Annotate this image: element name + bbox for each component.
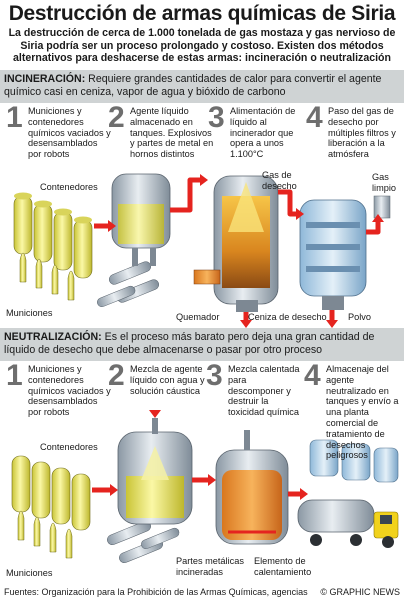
incineration-heading: INCINERACIÓN: bbox=[4, 73, 86, 85]
incineration-storage-tank bbox=[111, 173, 171, 266]
incineration-arrow-heads bbox=[108, 174, 384, 328]
neutralization-flow-arrows bbox=[92, 477, 300, 497]
footer-credit: © GRAPHIC NEWS bbox=[320, 587, 400, 597]
neutralization-label-containers: Contenedores bbox=[40, 442, 98, 452]
incineration-header: INCINERACIÓN: Requiere grandes cantidade… bbox=[0, 70, 404, 103]
mixing-reactor bbox=[117, 418, 193, 525]
neutralization-step-3-text: Mezcla calentada para descomponer y dest… bbox=[228, 364, 300, 418]
neutralization-label-heating-element: Elemento de calentamiento bbox=[254, 556, 312, 577]
incineration-step-2-number: 2 bbox=[108, 101, 125, 134]
neutralization-step-3-number: 3 bbox=[206, 359, 223, 392]
incineration-containers bbox=[13, 192, 93, 301]
incineration-label-containers: Contenedores bbox=[40, 182, 98, 192]
neutralization-step-1-number: 1 bbox=[6, 359, 23, 392]
neutralization-step-4-number: 4 bbox=[304, 359, 321, 392]
incineration-label-waste-gas: Gas de desecho bbox=[262, 170, 297, 191]
incineration-label-waste-ash: Ceniza de desecho bbox=[248, 312, 327, 322]
incineration-filter-tank bbox=[299, 195, 391, 310]
incineration-step-4-text: Paso del gas de desecho por múltiples fi… bbox=[328, 106, 396, 160]
neutralization-step-2-number: 2 bbox=[108, 359, 125, 392]
incineration-step-4-number: 4 bbox=[306, 101, 323, 134]
neutralization-heading: NEUTRALIZACIÓN: bbox=[4, 331, 102, 343]
incineration-step-1-text: Municiones y contenedores químicos vacia… bbox=[28, 106, 111, 160]
heating-reactor bbox=[215, 430, 289, 545]
incineration-metal-pipes bbox=[97, 261, 160, 308]
incineration-step-3-text: Alimentación de líquido al incinerador q… bbox=[230, 106, 296, 160]
neutralization-arrow-heads bbox=[110, 410, 308, 500]
neutralization-label-metal-parts: Partes metálicas incineradas bbox=[176, 556, 244, 577]
footer-source: Fuentes: Organización para la Prohibició… bbox=[4, 587, 308, 597]
incineration-description: Requiere grandes cantidades de calor par… bbox=[4, 73, 382, 98]
neutralization-header: NEUTRALIZACIÓN: Es el proceso más barato… bbox=[0, 328, 404, 361]
page-title: Destrucción de armas químicas de Siria bbox=[8, 2, 396, 25]
intro-text: La destrucción de cerca de 1.000 tonelad… bbox=[8, 27, 396, 65]
neutralization-description: Es el proceso más barato pero deja una g… bbox=[4, 331, 375, 356]
neutralization-step-4-text: Almacenaje del agente neutralizado en ta… bbox=[326, 364, 399, 461]
incineration-flow-arrows bbox=[94, 177, 381, 320]
storage-tanks-neutralized bbox=[309, 439, 399, 483]
neutralization-step-1-text: Municiones y contenedores químicos vacia… bbox=[28, 364, 111, 418]
neutralization-containers bbox=[11, 455, 91, 559]
incineration-label-burner: Quemador bbox=[176, 312, 220, 322]
tanker-truck bbox=[297, 499, 399, 548]
incineration-label-clean-gas: Gas limpio bbox=[372, 172, 396, 193]
neutralization-label-munitions: Municiones bbox=[6, 568, 53, 578]
incineration-step-1-number: 1 bbox=[6, 101, 23, 134]
incineration-step-3-number: 3 bbox=[208, 101, 225, 134]
incinerator-furnace bbox=[193, 175, 279, 312]
incineration-step-2-text: Agente líquido almacenado en tanques. Ex… bbox=[130, 106, 214, 160]
incineration-label-dust: Polvo bbox=[348, 312, 371, 322]
incineration-label-munitions: Municiones bbox=[6, 308, 53, 318]
neutralization-step-2-text: Mezcla de agente líquido con agua y solu… bbox=[130, 364, 205, 396]
neutralization-metal-pipes bbox=[107, 521, 180, 563]
